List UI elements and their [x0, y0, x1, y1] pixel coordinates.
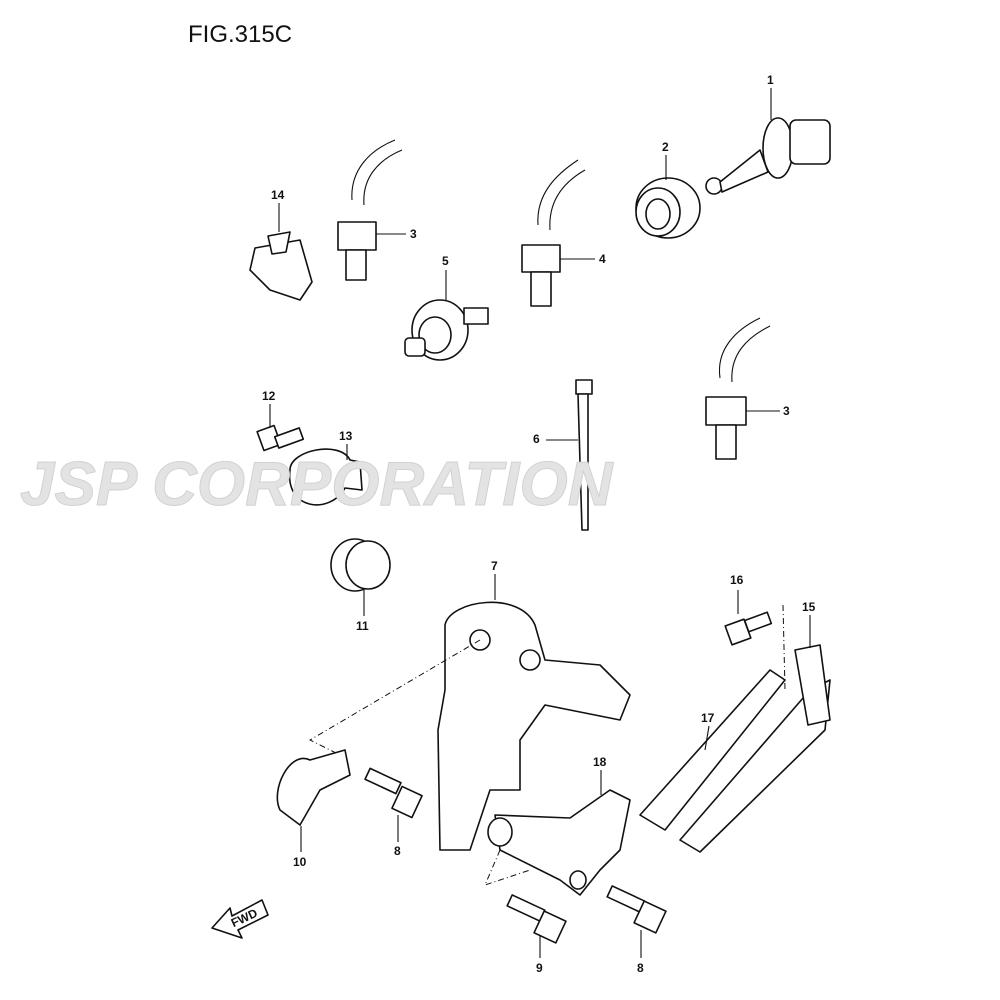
part-12-bolt	[256, 404, 305, 452]
watermark: JSP CORPORATION	[20, 450, 614, 519]
callout-13: 13	[339, 429, 353, 443]
part-7-bracket	[308, 574, 631, 851]
part-5-knock-sensor	[404, 270, 489, 361]
callout-11: 11	[356, 619, 369, 633]
callout-3: 3	[783, 404, 790, 418]
callout-17: 17	[701, 711, 715, 725]
callout-9: 9	[536, 961, 543, 975]
callout-12: 12	[262, 389, 276, 403]
figure-title: FIG.315C	[188, 21, 292, 48]
part-4-sensor	[521, 159, 595, 307]
part-14-clip	[249, 203, 313, 301]
part-15-17-brackets	[639, 604, 831, 853]
part-16-bolt	[724, 590, 773, 646]
callouts: 1 2 14 3 4 5 3 12 13 6 7 11 16 15 17 18 …	[262, 73, 816, 975]
callout-16: 16	[730, 573, 744, 587]
part-6-cable-tie	[546, 379, 593, 531]
fwd-arrow-icon: FWD	[211, 899, 269, 939]
callout-3: 3	[410, 227, 417, 241]
part-1-sensor	[705, 88, 831, 195]
part-13-clamp	[289, 444, 363, 506]
callout-4: 4	[599, 252, 606, 266]
callout-15: 15	[802, 600, 816, 614]
part-3-sensor-b	[705, 317, 780, 460]
callout-7: 7	[491, 559, 498, 573]
part-3-sensor-a	[337, 139, 406, 281]
callout-6: 6	[533, 432, 540, 446]
callout-8: 8	[394, 844, 401, 858]
part-8-bolt-b	[606, 885, 667, 958]
callout-18: 18	[593, 755, 607, 769]
callout-2: 2	[662, 140, 669, 154]
part-10-clip	[276, 749, 351, 852]
part-8-bolt-a	[364, 767, 423, 842]
callout-10: 10	[293, 855, 307, 869]
callout-8: 8	[637, 961, 644, 975]
part-11-grommet	[330, 538, 391, 616]
part-2-grommet	[635, 155, 701, 239]
part-18-plate	[484, 770, 631, 896]
part-9-bolt	[506, 894, 567, 958]
callout-14: 14	[271, 188, 285, 202]
callout-5: 5	[442, 254, 449, 268]
callout-1: 1	[767, 73, 774, 87]
